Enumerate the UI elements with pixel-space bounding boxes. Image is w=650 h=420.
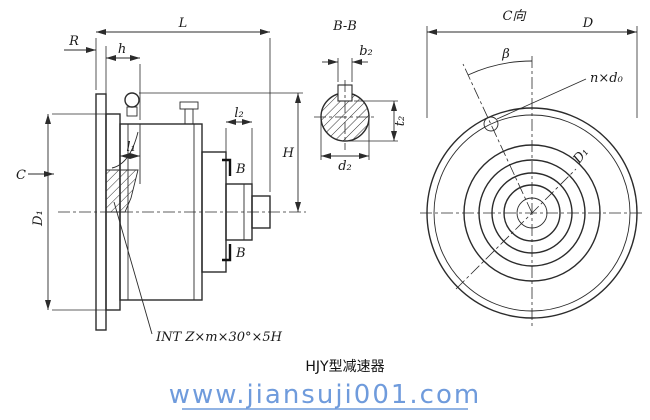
hub-circle (503, 184, 561, 242)
dim-R: R (64, 34, 96, 53)
dim-beta: β (467, 47, 533, 76)
dim-l1-label: l₁ (126, 140, 135, 155)
dim-d2-label: d₂ (338, 159, 352, 174)
front-centerline-diag (455, 168, 577, 290)
section-mark-B-bottom: B (222, 244, 246, 262)
dim-l2-label: l₂ (234, 106, 243, 121)
section-bb-title: B-B (332, 19, 357, 34)
section-view-bb: B-B b₂ t₂ d₂ (314, 19, 408, 174)
dim-b2: b₂ (322, 44, 373, 82)
dim-b2-label: b₂ (359, 44, 373, 59)
section-B-top-label: B (235, 162, 246, 177)
holes-callout: n×d₀ (496, 71, 624, 120)
dim-L: L (95, 16, 271, 192)
side-view: L R h l₁ l₂ H (16, 16, 306, 345)
dim-l2: l₂ (225, 106, 253, 192)
bolt-hole (483, 116, 499, 132)
breather-cap (179, 101, 199, 110)
section-mark-B-top: B (222, 158, 246, 177)
hatch-region (105, 169, 139, 213)
dim-H: H (139, 92, 303, 212)
dim-l1: l₁ (120, 140, 140, 159)
dim-L-label: L (178, 16, 188, 31)
dim-D-label: D (582, 16, 594, 31)
front-view-title: C向 (503, 9, 527, 24)
bearing-cap-circle (478, 159, 586, 267)
housing-circle (463, 144, 601, 282)
breather-stem (184, 108, 194, 125)
bore-circle (516, 197, 548, 229)
view-C-label: C (16, 168, 26, 183)
dim-D1: D₁ (31, 113, 106, 311)
holes-label: n×d₀ (590, 71, 624, 86)
view-arrow-C: C (16, 168, 54, 183)
bolt-hole-radial-line (462, 63, 533, 214)
dim-beta-label: β (501, 47, 510, 62)
dim-R-label: R (68, 34, 79, 49)
dim-h-label: h (118, 42, 126, 57)
dim-D: D (426, 16, 638, 118)
dim-h: h (105, 42, 141, 120)
seal-circle (491, 172, 573, 254)
front-dim-D1-label: D₁ (570, 145, 592, 167)
dim-D1-label: D₁ (31, 210, 46, 227)
spline-callout: INT Z×m×30°×5H (113, 201, 283, 345)
drawing-caption: HJY型减速器 (305, 359, 384, 375)
section-B-bottom-label: B (235, 246, 246, 261)
dim-d2: d₂ (320, 119, 370, 174)
dim-t2: t₂ (347, 100, 408, 142)
dim-H-label: H (282, 146, 295, 161)
dim-t2-label: t₂ (393, 116, 408, 126)
lifting-eye-base (126, 106, 138, 117)
flange-outer-circle (426, 107, 638, 319)
lifting-eye-icon (124, 92, 140, 108)
spline-note-label: INT Z×m×30°×5H (155, 330, 283, 345)
bolt-circle (433, 114, 631, 312)
watermark-text: www.jiansuji001.com (169, 380, 481, 410)
output-shaft (251, 195, 271, 229)
front-view-c: β n×d₀ D C向 D₁ (420, 9, 644, 326)
